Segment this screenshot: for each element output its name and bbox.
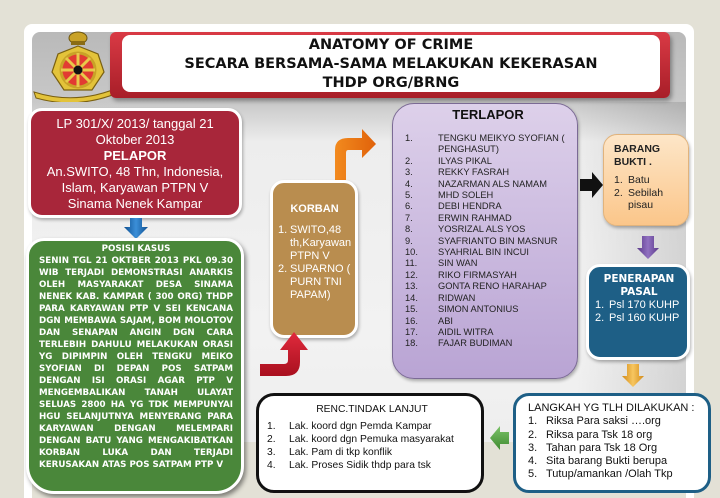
list-item: 4.Sita barang Bukti berupa [528, 455, 668, 468]
posisi-kasus-body: SENIN TGL 21 OKTBER 2013 PKL 09.30 WIB T… [39, 256, 233, 470]
posisi-kasus-box: POSISI KASUS SENIN TGL 21 OKTBER 2013 PK… [26, 238, 244, 494]
list-item: 2.ILYAS PIKAL [405, 155, 492, 166]
list-item: 9.SYAFRIANTO BIN MASNUR [405, 235, 558, 246]
pelapor-heading: PELAPOR [103, 148, 167, 163]
penerapan-pasal-box: PENERAPAN PASAL 1.Psl 170 KUHP 2.Psl 160… [586, 264, 690, 360]
bent-arrow-up-icon [260, 332, 308, 376]
korban-heading: KORBAN [290, 203, 339, 215]
posisi-kasus-heading: POSISI KASUS [101, 244, 171, 254]
terlapor-box: TERLAPOR 1.TENGKU MEIKYO SYOFIAN ( PENGH… [392, 103, 578, 379]
list-item: 4.NAZARMAN ALS NAMAM [405, 178, 547, 189]
list-item: 5.Tutup/amankan /Olah Tkp [528, 468, 673, 481]
list-item: 2.SUPARNO ( PURN TNI PAPAM) [278, 263, 351, 301]
list-item: 2.Psl 160 KUHP [595, 312, 680, 324]
list-item: 1.Riksa Para saksi ….org [528, 415, 661, 428]
arrow-down-icon [124, 218, 148, 239]
arrow-down-icon [637, 236, 659, 259]
list-item: 17.AIDIL WITRA [405, 326, 494, 337]
list-item: 3.Lak. Pam di tkp konflik [267, 447, 393, 459]
arrow-down-icon [622, 364, 644, 387]
korban-box: KORBAN 1.SWITO,48 th,Karyawan PTPN V 2.S… [270, 180, 358, 338]
list-item: 10.SYAHRIAL BIN INCUI [405, 247, 529, 258]
list-item: 1.SWITO,48 th,Karyawan PTPN V [278, 224, 352, 262]
langkah-heading: LANGKAH YG TLH DILAKUKAN : [528, 402, 695, 414]
list-item: 8.YOSRIZAL ALS YOS [405, 224, 526, 235]
langkah-box: LANGKAH YG TLH DILAKUKAN : 1.Riksa Para … [513, 393, 711, 493]
terlapor-heading: TERLAPOR [452, 107, 524, 122]
list-item: 18.FAJAR BUDIMAN [405, 338, 513, 349]
arrow-left-icon [490, 426, 509, 450]
list-item: 1.TENGKU MEIKYO SYOFIAN ( PENGHASUT) [405, 133, 565, 155]
penerapan-pasal-heading: PENERAPAN PASAL [603, 273, 675, 298]
list-item: 5.MHD SOLEH [405, 190, 494, 201]
list-item: 12.RIKO FIRMASYAH [405, 269, 517, 280]
list-item: 4.Lak. Proses Sidik thdp para tsk [267, 460, 431, 472]
list-item: 13.GONTA RENO HARAHAP [405, 281, 547, 292]
list-item: 6.DEBI HENDRA [405, 201, 502, 212]
list-item: 2.Sebilah pisau [614, 186, 664, 212]
barang-bukti-heading: BARANG BUKTI . [614, 143, 661, 168]
list-item: 14.RIDWAN [405, 292, 476, 303]
renc-tindak-lanjut-heading: RENC.TINDAK LANJUT [316, 404, 428, 415]
arrow-right-icon [580, 172, 603, 198]
renc-tindak-lanjut-box: RENC.TINDAK LANJUT 1.Lak. koord dgn Pemd… [256, 393, 484, 493]
pelapor-box: LP 301/X/ 2013/ tanggal 21 Oktober 2013 … [28, 108, 242, 218]
list-item: 15.SIMON ANTONIUS [405, 304, 519, 315]
list-item: 1.Batu [614, 174, 650, 186]
barang-bukti-box: BARANG BUKTI . 1.Batu 2.Sebilah pisau [603, 134, 689, 226]
list-item: 1.Psl 170 KUHP [595, 299, 680, 311]
list-item: 7.ERWIN RAHMAD [405, 212, 512, 223]
list-item: 2.Lak. koord dgn Pemuka masyarakat [267, 434, 454, 446]
list-item: 11.SIN WAN [405, 258, 478, 269]
page-title: ANATOMY OF CRIME SECARA BERSAMA-SAMA MEL… [122, 35, 660, 92]
bent-arrow-up-right-icon [335, 129, 376, 180]
police-emblem-icon [30, 30, 125, 104]
list-item: 16.ABI [405, 315, 453, 326]
list-item: 3.REKKY FASRAH [405, 167, 510, 178]
list-item: 3.Tahan para Tsk 18 Org [528, 441, 658, 454]
list-item: 1.Lak. koord dgn Pemda Kampar [267, 421, 432, 433]
title-banner: ANATOMY OF CRIME SECARA BERSAMA-SAMA MEL… [110, 32, 670, 98]
list-item: 2.Riksa para Tsk 18 org [528, 428, 653, 441]
